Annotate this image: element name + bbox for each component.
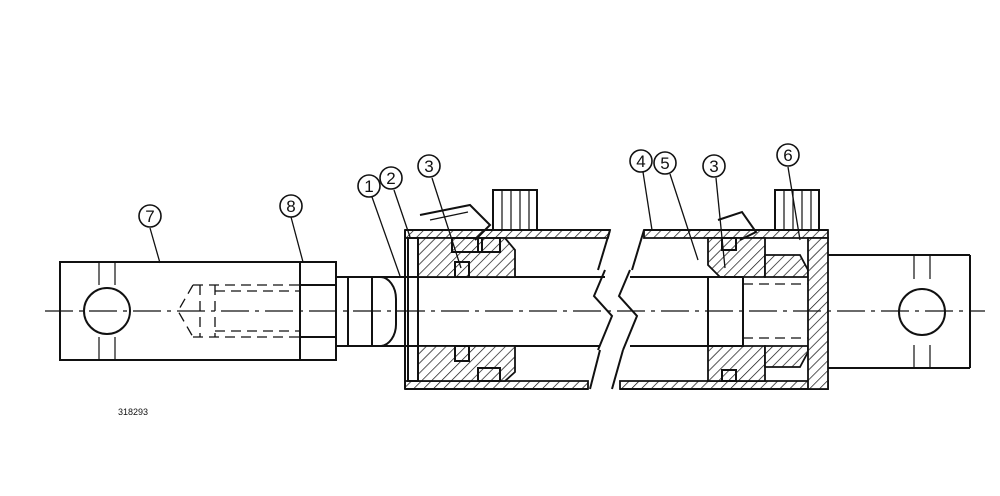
callout-3b-label: 3 [709, 157, 718, 176]
callout-3b: 3 [702, 154, 726, 178]
gland-assembly [407, 203, 516, 382]
callout-1: 1 [357, 174, 381, 198]
rod-end-port [492, 189, 538, 231]
callout-2-label: 2 [386, 169, 395, 188]
callout-6: 6 [776, 143, 800, 167]
callout-8-label: 8 [286, 197, 295, 216]
callout-7-label: 7 [145, 207, 154, 226]
callout-5-label: 5 [660, 154, 669, 173]
callout-5: 5 [653, 151, 677, 175]
callout-3a-label: 3 [424, 157, 433, 176]
callout-8: 8 [279, 194, 303, 218]
drawing-number: 318293 [118, 407, 148, 417]
cylinder-tube [404, 229, 829, 390]
leader-lines [149, 166, 801, 277]
base-end-port [774, 189, 820, 231]
callout-6-label: 6 [783, 146, 792, 165]
base-end-cap [807, 237, 971, 390]
piston [707, 210, 809, 382]
callout-4: 4 [629, 149, 653, 173]
piston-rod [336, 269, 720, 351]
callout-7: 7 [138, 204, 162, 228]
callout-1-label: 1 [364, 177, 373, 196]
callout-2: 2 [379, 166, 403, 190]
callout-3a: 3 [417, 154, 441, 178]
callout-4-label: 4 [636, 152, 645, 171]
